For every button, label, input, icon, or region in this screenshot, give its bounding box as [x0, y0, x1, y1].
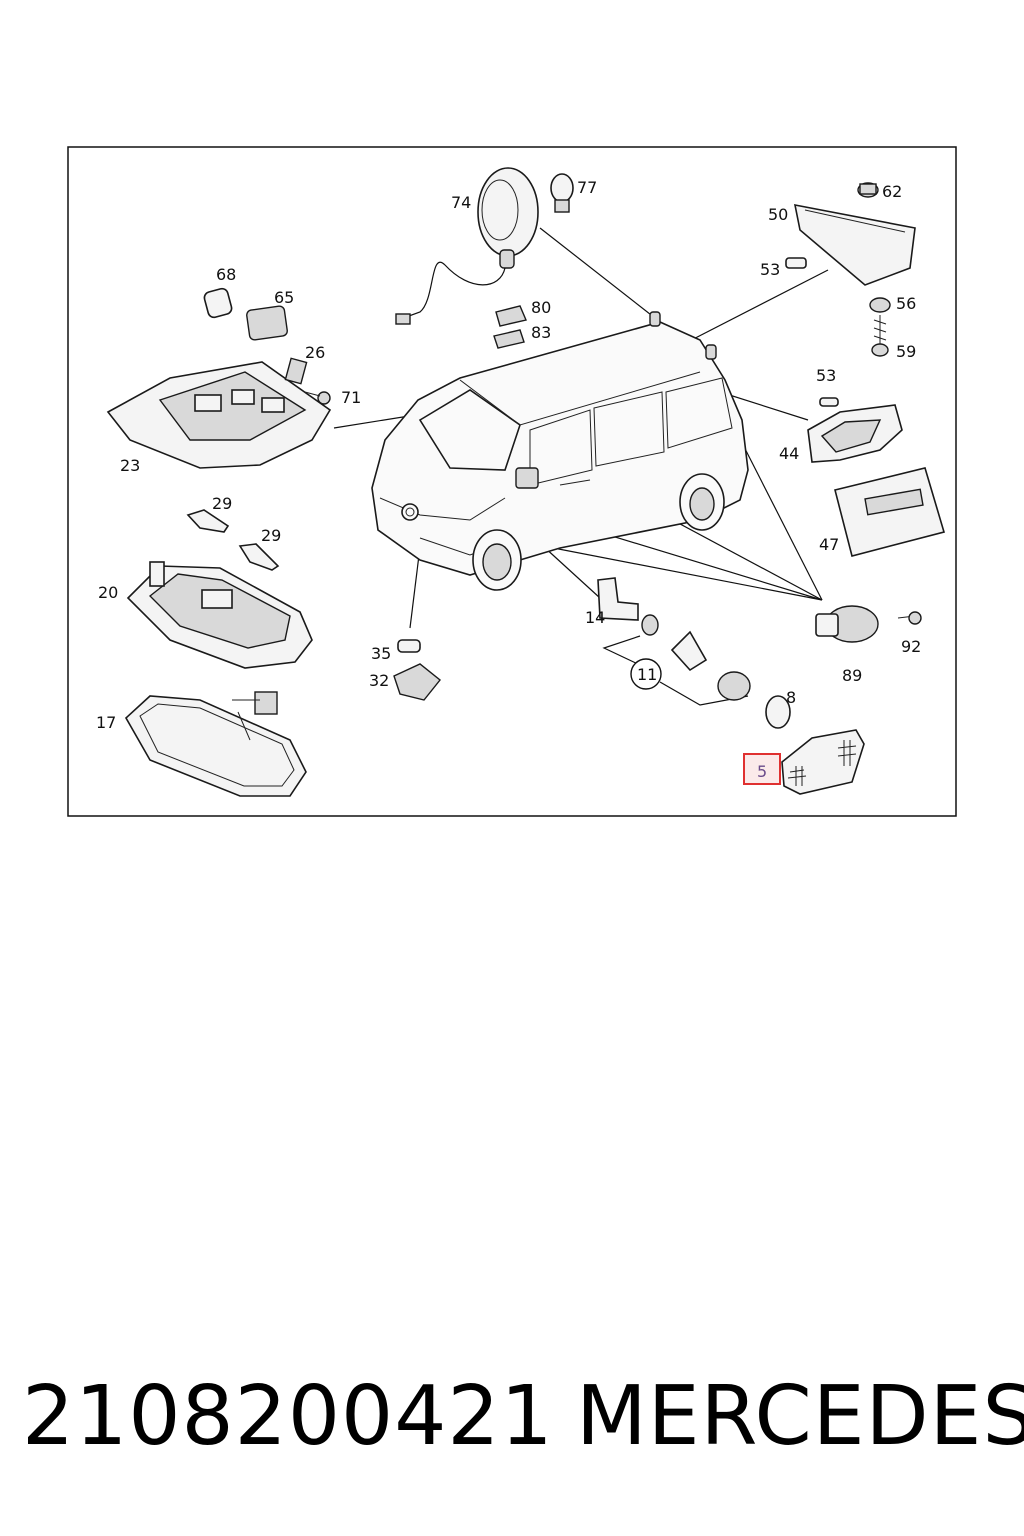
part-11-socket-assembly	[641, 614, 791, 729]
label-20: 20	[98, 583, 118, 602]
label-83: 83	[531, 323, 551, 342]
label-47: 47	[819, 535, 839, 554]
label-53-top: 53	[760, 260, 780, 279]
van-illustration	[371, 311, 749, 591]
label-5: 5	[757, 762, 767, 781]
label-50: 50	[768, 205, 788, 224]
part-47-cover	[834, 467, 946, 557]
part-5-side-marker-lens	[781, 729, 865, 795]
label-11: 11	[637, 665, 657, 684]
part-29-festoon-bulbs	[186, 509, 280, 571]
brand-name: MERCEDES	[576, 1369, 1024, 1464]
part-44-light-frame	[807, 397, 903, 463]
label-89: 89	[842, 666, 862, 685]
part-number: 2108200421	[22, 1369, 554, 1464]
label-65: 65	[274, 288, 294, 307]
label-80: 80	[531, 298, 551, 317]
label-68: 68	[216, 265, 236, 284]
part-68-65-lenses	[203, 287, 288, 341]
label-8: 8	[786, 688, 796, 707]
label-26: 26	[305, 343, 325, 362]
part-14-bracket	[597, 577, 639, 621]
part-77-bulb	[550, 173, 574, 213]
part-labels: 74 77 50 62 68 65 80 83 53 56 59 26 71 2…	[96, 178, 921, 781]
label-32: 32	[369, 671, 389, 690]
label-62: 62	[882, 182, 902, 201]
part-17-lens	[124, 691, 307, 797]
label-44: 44	[779, 444, 799, 463]
label-53-mid: 53	[816, 366, 836, 385]
label-29-left: 29	[212, 494, 232, 513]
highlight-box-part-5	[743, 753, 781, 785]
label-23: 23	[120, 456, 140, 475]
label-29-right: 29	[261, 526, 281, 545]
part-50-lamp-housing	[793, 182, 916, 286]
part-20-lamp-base	[126, 561, 313, 669]
label-59: 59	[896, 342, 916, 361]
parts-diagram: 74 77 50 62 68 65 80 83 53 56 59 26 71 2…	[67, 146, 957, 817]
label-77: 77	[577, 178, 597, 197]
label-74: 74	[451, 193, 471, 212]
label-14: 14	[585, 608, 605, 627]
part-53-bulb	[785, 257, 807, 269]
callout-circle-11	[630, 658, 662, 690]
label-35: 35	[371, 644, 391, 663]
label-17: 17	[96, 713, 116, 732]
part-89-socket	[815, 605, 922, 643]
part-35-32-lamp	[393, 639, 441, 701]
part-56-59-screw	[869, 297, 891, 357]
label-92: 92	[901, 637, 921, 656]
part-74-spotlight	[395, 167, 539, 325]
part-23-overhead-console	[106, 357, 332, 469]
label-71: 71	[341, 388, 361, 407]
part-80-83-clips	[493, 305, 527, 349]
footer: 2108200421 MERCEDES	[0, 1362, 1024, 1472]
label-56: 56	[896, 294, 916, 313]
